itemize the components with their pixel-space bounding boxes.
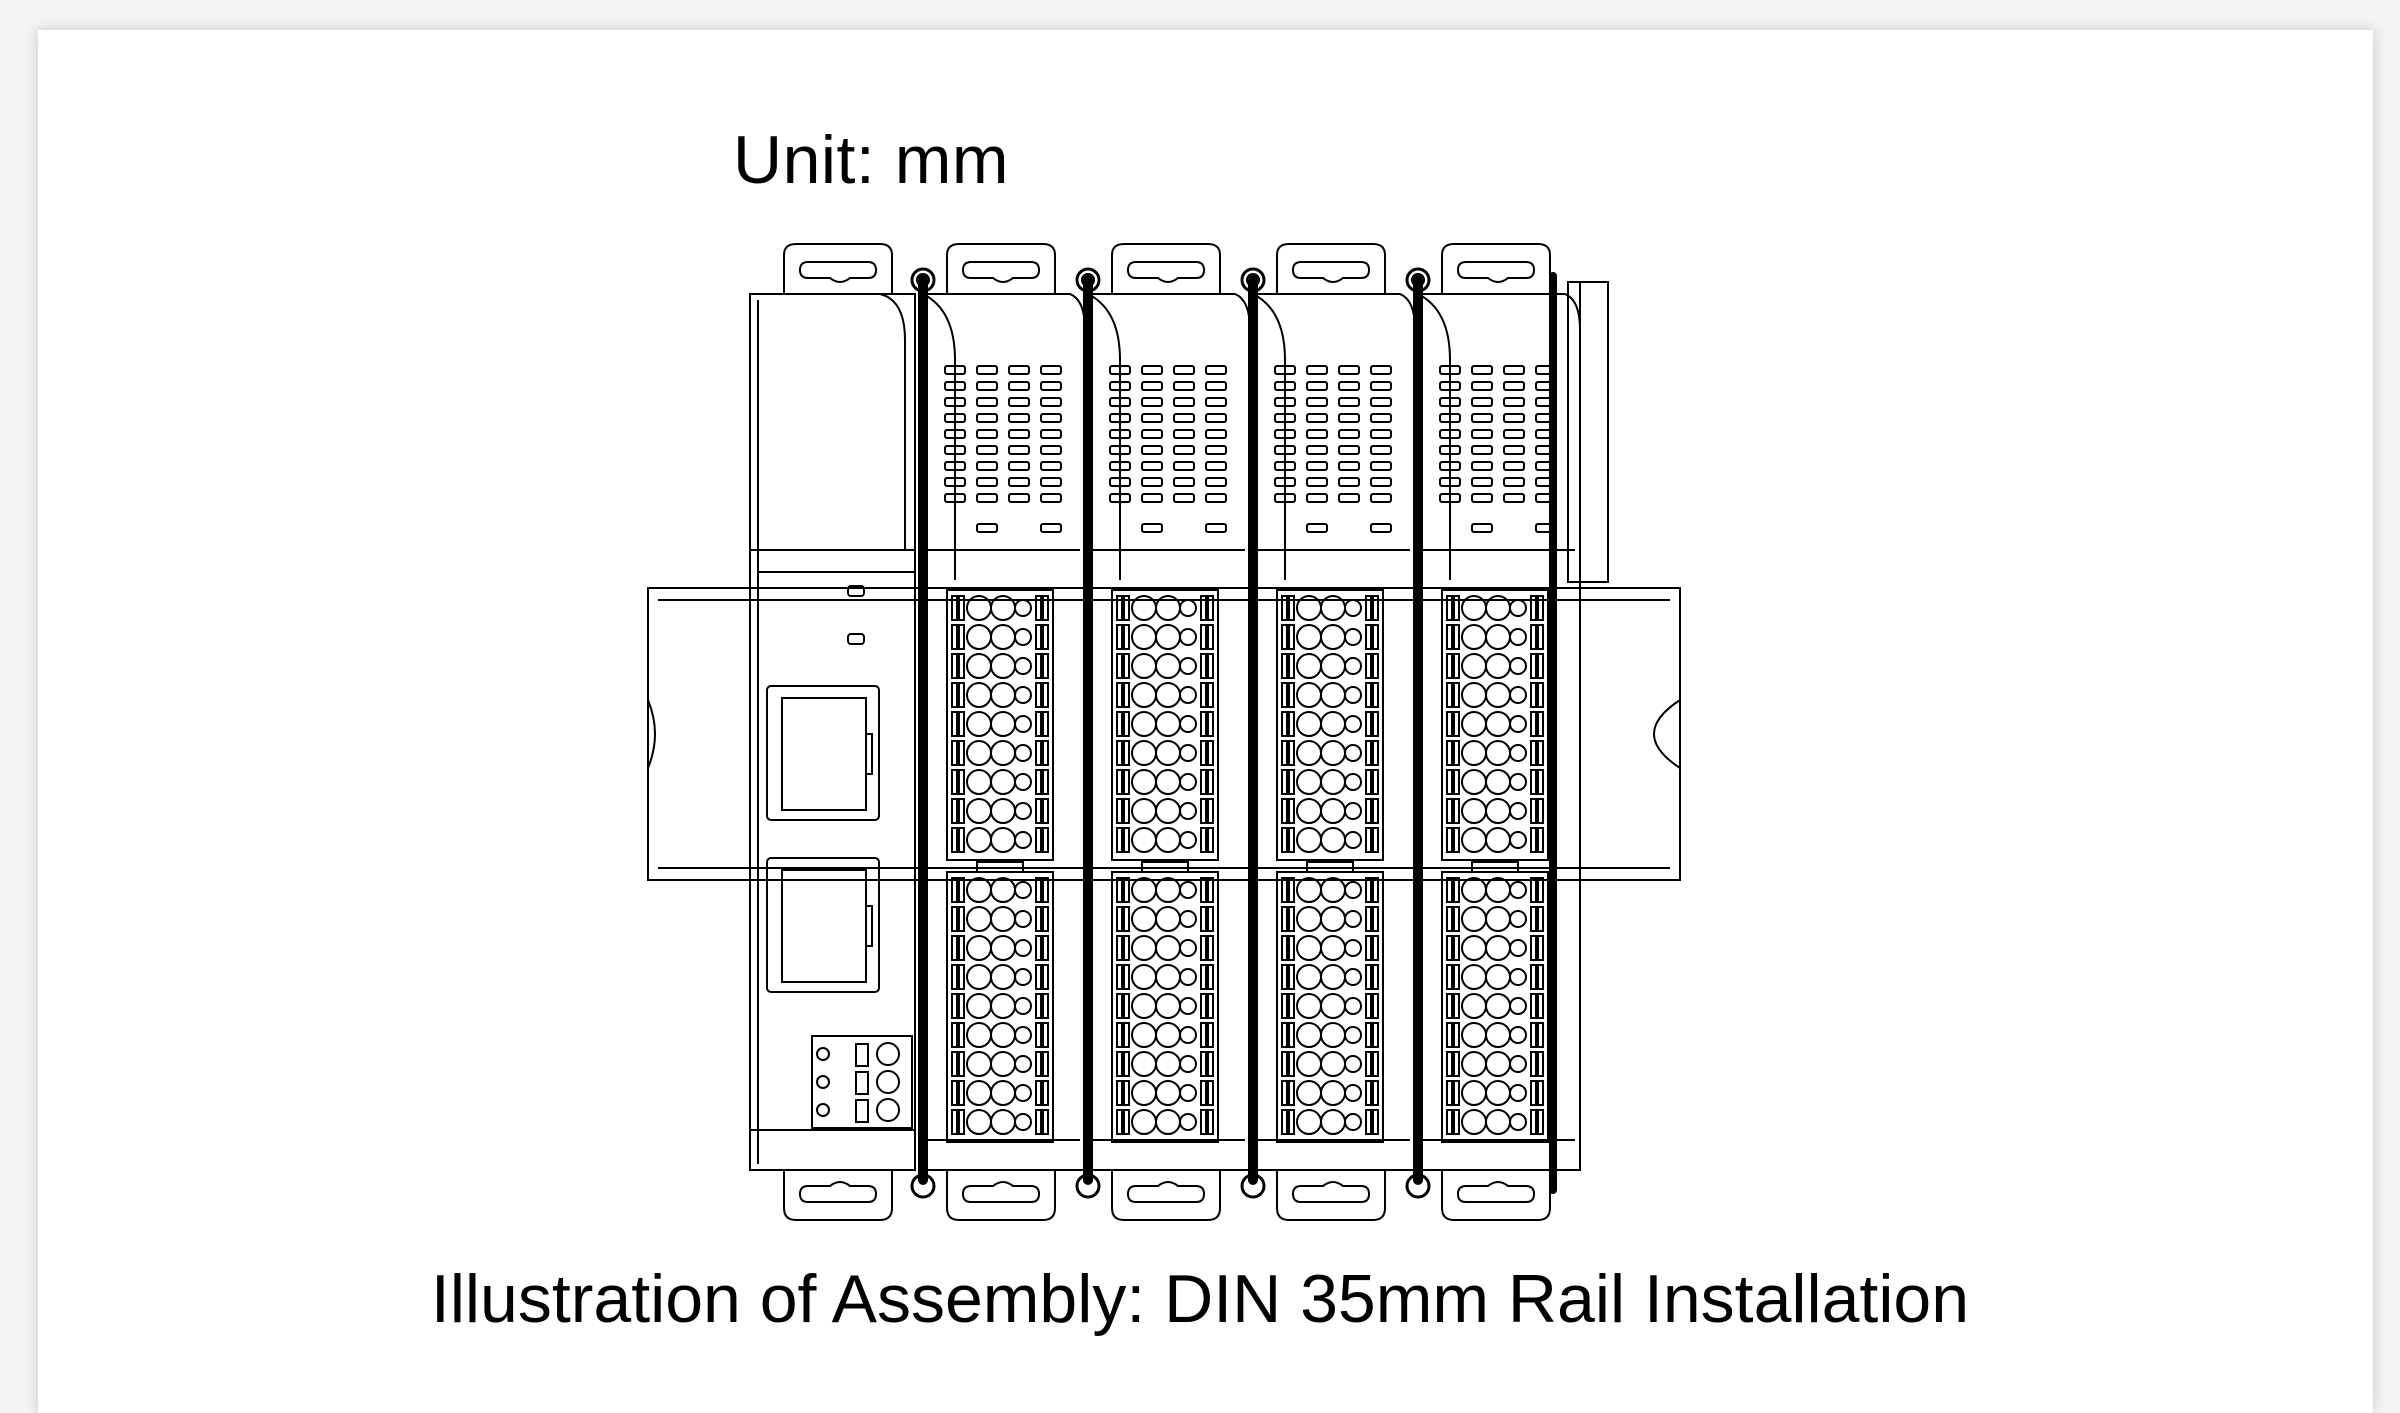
io-module-4 — [1405, 243, 1581, 1221]
led-grid — [1439, 365, 1557, 533]
terminal-block — [946, 589, 1054, 861]
rj45-port-1 — [766, 685, 880, 821]
status-led-2 — [847, 633, 865, 645]
unit-label: Unit: mm — [733, 122, 1009, 198]
io-module-3 — [1240, 243, 1416, 1221]
io-module-2 — [1075, 243, 1251, 1221]
terminal-block — [946, 871, 1054, 1143]
status-led-1 — [847, 585, 865, 597]
bus-connector-bar — [910, 267, 936, 1199]
din-rail — [647, 587, 1681, 881]
led-grid — [1109, 365, 1227, 533]
io-module-group — [910, 243, 1581, 1221]
terminal-block — [1441, 589, 1549, 861]
led-grid — [944, 365, 1062, 533]
terminal-block — [1276, 589, 1384, 861]
io-module-1 — [910, 243, 1086, 1221]
caption: Illustration of Assembly: DIN 35mm Rail … — [430, 1261, 1970, 1337]
power-connector — [811, 1035, 913, 1129]
bus-connector-bar — [1075, 267, 1101, 1199]
terminal-block — [1441, 871, 1549, 1143]
rj45-port-2 — [766, 857, 880, 993]
led-grid — [1274, 365, 1392, 533]
end-cover — [1567, 281, 1609, 583]
terminal-block — [1111, 871, 1219, 1143]
terminal-block — [1111, 589, 1219, 861]
terminal-block — [1276, 871, 1384, 1143]
bus-connector-bar — [1405, 267, 1431, 1199]
head-module — [749, 243, 916, 1221]
bus-connector-bar — [1240, 267, 1266, 1199]
